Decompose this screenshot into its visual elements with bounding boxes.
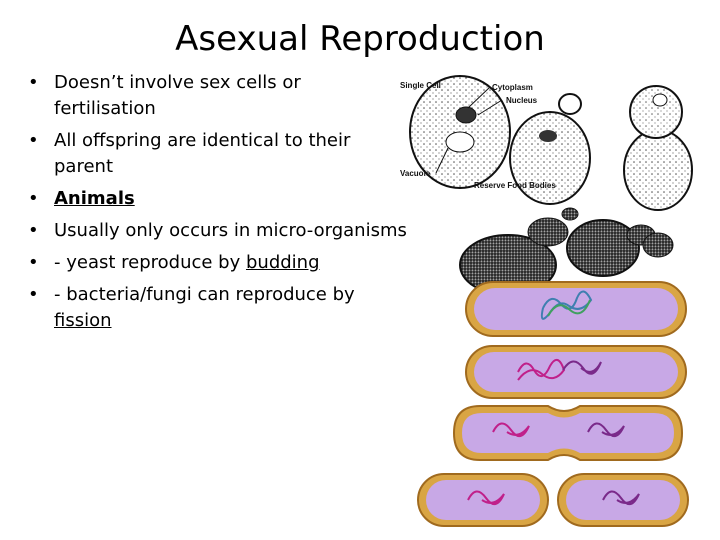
bullet-item: • All offspring are identical to their p… bbox=[28, 128, 408, 180]
pointer-line bbox=[477, 99, 503, 116]
bullet-item: • Doesn’t involve sex cells or fertilisa… bbox=[28, 70, 408, 122]
label-nucleus: Nucleus bbox=[506, 96, 538, 105]
bullet-text: - bacteria/fungi can reproduce by bbox=[54, 284, 355, 305]
bullet-text: All offspring are identical to their par… bbox=[54, 130, 351, 177]
bacterium-stage-3 bbox=[452, 405, 684, 461]
bacterium-stage-1 bbox=[465, 281, 687, 337]
bullet-text: Animals bbox=[54, 188, 135, 209]
bullet-item: • - yeast reproduce by budding bbox=[28, 250, 408, 276]
bullet-icon: • bbox=[28, 284, 39, 305]
yeast-cell-bud-separating bbox=[623, 85, 693, 211]
bullet-icon: • bbox=[28, 252, 39, 273]
bacterium-stage-2 bbox=[465, 345, 687, 399]
bullet-emphasis: fission bbox=[54, 310, 112, 331]
bullet-text: Doesn’t involve sex cells or fertilisati… bbox=[54, 72, 301, 119]
bullet-item: • Usually only occurs in micro-organisms bbox=[28, 218, 408, 244]
bullet-icon: • bbox=[28, 188, 39, 209]
bullet-text: Usually only occurs in micro-organisms bbox=[54, 220, 407, 241]
bacterium-daughter-right bbox=[557, 473, 689, 527]
label-vacuole: Vacuole bbox=[400, 169, 431, 178]
label-single: Single Cell bbox=[400, 81, 441, 90]
bullet-item: • Animals bbox=[28, 186, 408, 212]
yeast-budding-chain bbox=[459, 207, 674, 296]
bullet-text: - yeast reproduce by bbox=[54, 252, 246, 273]
slide-title: Asexual Reproduction bbox=[175, 19, 545, 59]
bullet-icon: • bbox=[28, 130, 39, 151]
bullet-icon: • bbox=[28, 72, 39, 93]
bullet-emphasis: budding bbox=[245, 252, 320, 273]
pointer-line bbox=[435, 147, 449, 174]
bullet-list: • Doesn’t involve sex cells or fertilisa… bbox=[28, 70, 408, 340]
bullet-item: • - bacteria/fungi can reproduce by fiss… bbox=[28, 282, 408, 334]
yeast-cell-budding bbox=[509, 93, 591, 205]
yeast-cell-single bbox=[409, 75, 511, 189]
bacterium-daughter-left bbox=[417, 473, 549, 527]
bullet-icon: • bbox=[28, 220, 39, 241]
label-cytoplasm: Cytoplasm bbox=[492, 83, 533, 92]
pointer-line bbox=[467, 86, 491, 109]
yeast-bacteria-figure: Single Cell Cytoplasm Nucleus Vacuole Re… bbox=[400, 75, 693, 527]
label-reserve-food: Reserve Food Bodies bbox=[474, 181, 556, 190]
